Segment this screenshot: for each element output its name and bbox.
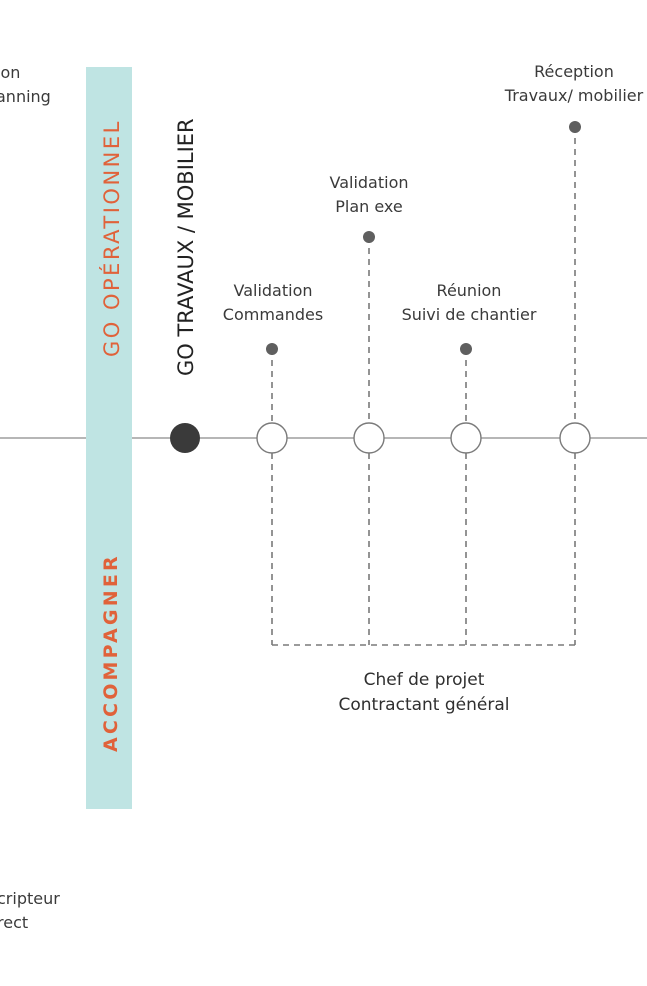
milestone-dot-3 (460, 343, 472, 355)
responsible-label: Chef de projet Contractant général (319, 668, 529, 718)
left-fragment-top: ion anning (0, 0, 60, 120)
left-fragment-bottom-line1: cripteur (0, 889, 60, 908)
go-node (170, 423, 200, 453)
responsible-line2: Contractant général (338, 695, 510, 715)
milestone-dot-2 (363, 231, 375, 243)
milestone-dot-4 (569, 121, 581, 133)
milestone-node-1 (256, 422, 288, 454)
responsible-line1: Chef de projet (363, 670, 485, 690)
milestone-label-4-line2: Travaux/ mobilier (504, 86, 644, 105)
left-fragment-bottom-line2: rect (0, 913, 29, 932)
milestone-node-4 (559, 422, 591, 454)
milestone-label-2-line1: Validation (329, 173, 409, 192)
milestone-node-3 (450, 422, 482, 454)
milestone-label-4-line1: Réception (534, 62, 614, 81)
phase-band (86, 67, 132, 809)
milestone-label-3-line2: Suivi de chantier (401, 305, 537, 324)
milestone-label-1-line2: Commandes (222, 305, 324, 324)
left-fragment-bottom: cripteur rect (0, 0, 70, 960)
left-fragment-top-line1: ion (0, 63, 21, 82)
milestone-label-3: Réunion Suivi de chantier (389, 279, 549, 327)
milestone-node-2 (353, 422, 385, 454)
milestone-label-2: Validation Plan exe (309, 171, 429, 219)
milestone-label-1-line1: Validation (233, 281, 313, 300)
milestone-label-4: Réception Travaux/ mobilier (494, 60, 647, 108)
milestone-dot-1 (266, 343, 278, 355)
left-fragment-top-line2: anning (0, 87, 51, 106)
milestone-label-1: Validation Commandes (210, 279, 336, 327)
milestone-label-3-line1: Réunion (436, 281, 502, 300)
milestone-label-2-line2: Plan exe (335, 197, 403, 216)
